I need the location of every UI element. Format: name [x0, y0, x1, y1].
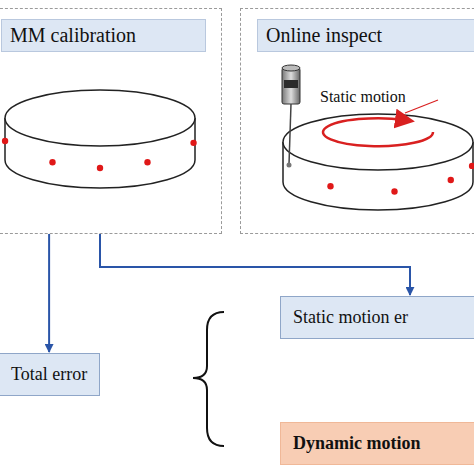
measure-point: [97, 165, 103, 171]
measure-point: [469, 163, 474, 169]
box-text: Static motion er: [293, 307, 467, 328]
callout-label: Static motion: [318, 88, 408, 106]
process-box: Static motion er: [280, 296, 474, 339]
panel-title: Online inspect: [266, 24, 474, 47]
measure-point: [49, 159, 55, 165]
measure-point: [448, 177, 454, 183]
panel-header: MM calibration: [1, 19, 206, 52]
cylinder-top: [5, 90, 195, 146]
measure-point: [190, 140, 196, 146]
measure-point: [391, 188, 397, 194]
measure-point: [2, 138, 8, 144]
workpiece-cylinder: [2, 90, 197, 188]
brace: [193, 312, 224, 446]
box-text: Total error: [11, 364, 87, 385]
rotation-arrow: [323, 118, 433, 146]
process-box: Total error: [0, 353, 100, 396]
measure-point: [327, 183, 333, 189]
dashed-panel: Online inspect: [240, 8, 474, 234]
probe-sensor: [282, 65, 300, 168]
cylinder-top: [283, 114, 473, 170]
leader-line: [405, 100, 438, 113]
flow-arrow: [48, 234, 50, 352]
measure-point: [144, 159, 150, 165]
panel-title: MM calibration: [10, 24, 197, 47]
panel-header: Online inspect: [257, 19, 474, 52]
dashed-panel: MM calibration: [0, 8, 222, 234]
workpiece-cylinder: [283, 114, 474, 210]
flow-arrow: [100, 234, 410, 295]
process-box: Dynamic motion: [280, 422, 474, 465]
box-text: Dynamic motion: [293, 433, 467, 454]
